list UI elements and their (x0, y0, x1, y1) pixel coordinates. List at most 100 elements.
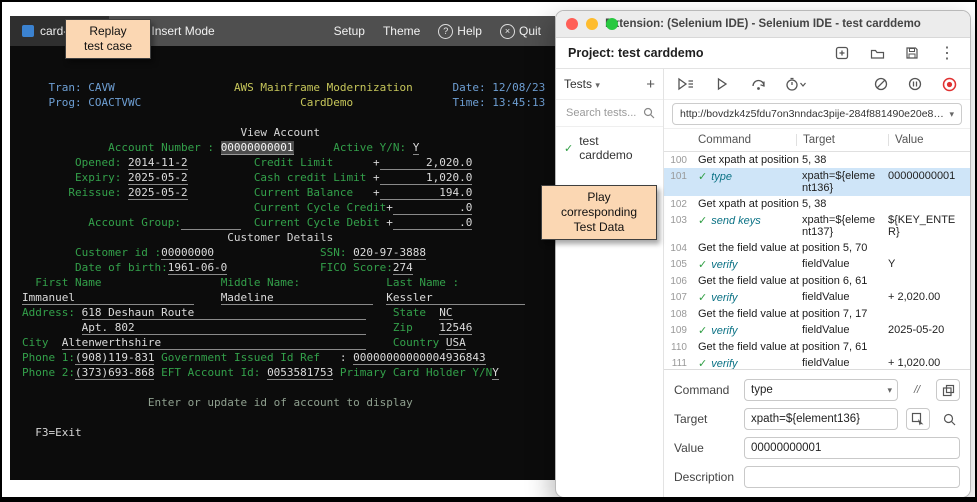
record-icon (942, 77, 956, 91)
terminal-text-segment: Current Cycle Debit (253, 216, 387, 229)
help-menu-item[interactable]: ? Help (438, 23, 482, 39)
terminal-text-segment: 1,020.0 (379, 171, 473, 185)
terminal-text-segment: USA (445, 336, 466, 350)
command-field[interactable] (744, 379, 898, 401)
new-project-button[interactable] (831, 43, 853, 63)
value-field-label: Value (674, 441, 704, 455)
base-url-text: http://bovdzk4z5fdu7on3nndac3pije-284f88… (680, 108, 949, 120)
test-list-item[interactable]: ✓ test carddemo (556, 127, 663, 169)
base-url-select[interactable]: http://bovdzk4z5fdu7on3nndac3pije-284f88… (672, 103, 962, 125)
terminal-line: Current Cycle Credit+ .0 (22, 200, 555, 215)
terminal-text-segment: Active Y/N: (333, 141, 413, 154)
terminal-text-segment (413, 81, 453, 94)
step-passed-icon: ✓ (698, 358, 708, 369)
open-project-button[interactable] (866, 43, 888, 63)
terminal-text-segment: Expiry: (22, 171, 128, 184)
run-current-test-button[interactable] (711, 74, 733, 94)
more-menu-button[interactable]: ⋮ (936, 43, 958, 63)
terminal-text-segment: First Name (22, 276, 102, 289)
terminal-text-segment: + (386, 216, 393, 229)
terminal-line: View Account (22, 125, 555, 140)
zoom-window-button[interactable] (606, 18, 618, 30)
terminal-text-segment (366, 321, 393, 334)
close-window-button[interactable] (566, 18, 578, 30)
tests-dropdown[interactable]: Tests ▾ (564, 77, 600, 91)
open-reference-button[interactable] (936, 379, 960, 401)
terminal-text-segment (180, 216, 241, 230)
test-passed-icon: ✓ (564, 142, 574, 155)
test-speed-button[interactable] (785, 74, 807, 94)
row-number: 104 (670, 243, 687, 254)
terminal-text-segment (333, 366, 340, 379)
step-over-button[interactable] (748, 74, 770, 94)
select-target-button[interactable] (906, 408, 930, 430)
target-field[interactable] (744, 408, 898, 430)
add-test-button[interactable]: + (646, 75, 655, 93)
terminal-text-segment: Credit Limit (253, 156, 334, 169)
terminal-text-segment: Date: 12/08/23 (452, 81, 546, 94)
value-cell: 2025-05-20 (888, 324, 945, 336)
terminal-text-segment: 2014-11-2 (127, 156, 188, 170)
terminal-line: F3=Exit (22, 425, 555, 440)
terminal-line: Tran: CAVW AWS Mainframe Modernization D… (22, 80, 555, 95)
target-cell: xpath=${element136} (802, 170, 876, 194)
disable-breakpoints-button[interactable] (870, 74, 892, 94)
save-project-button[interactable] (901, 43, 923, 63)
terminal-text-segment: 00000000 (161, 246, 215, 260)
terminal-text-segment: AWS Mainframe Modernization (233, 81, 413, 94)
terminal-text-segment: : (320, 351, 354, 364)
terminal-text-segment: Altenwerthshire (61, 336, 367, 350)
run-all-tests-button[interactable] (674, 74, 696, 94)
terminal-line: Phone 1:(908)119-831 Government Issued I… (22, 350, 555, 365)
setup-menu-item[interactable]: Setup (333, 24, 365, 38)
terminal-text-segment (188, 186, 254, 199)
row-number: 101 (670, 171, 687, 182)
command-name: verify (711, 325, 738, 337)
tests-sidebar: Tests ▾ + ✓ test carddemo (556, 69, 664, 497)
find-target-button[interactable] (938, 409, 960, 429)
minimize-window-button[interactable] (586, 18, 598, 30)
theme-menu-item[interactable]: Theme (382, 24, 421, 38)
command-name: verify (711, 259, 738, 271)
play-test-data-callout: Play corresponding Test Data (541, 185, 657, 240)
terminal-text-segment (22, 321, 82, 334)
value-cell: + 1,020.00 (888, 357, 941, 369)
terminal-text-segment: 194.0 (379, 186, 473, 200)
terminal-text-segment (188, 156, 254, 169)
toggle-comment-button[interactable]: // (906, 380, 928, 400)
terminal-line: Enter or update id of account to display (22, 395, 555, 410)
comment-text: Get xpath at position 5, 38 (698, 198, 827, 210)
command-name: verify (711, 292, 738, 304)
value-field[interactable] (744, 437, 960, 459)
titlebar: Extension: (Selenium IDE) - Selenium IDE… (556, 11, 970, 38)
terminal-text-segment: 00000000001 (220, 141, 294, 155)
terminal-text-segment: 0053581753 (267, 366, 334, 380)
record-button[interactable] (938, 74, 960, 94)
quit-menu-item[interactable]: × Quit (499, 23, 541, 39)
terminal-text-segment (294, 141, 334, 154)
terminal-screen[interactable]: Tran: CAVW AWS Mainframe Modernization D… (10, 46, 555, 480)
column-header-command: Command (698, 134, 752, 146)
search-tests-input[interactable] (564, 106, 639, 120)
pause-on-exceptions-button[interactable] (904, 74, 926, 94)
description-field[interactable] (744, 466, 960, 488)
terminal-text-segment: NC (439, 306, 453, 320)
terminal-text-segment: Y (492, 366, 499, 380)
terminal-text-segment: + (366, 171, 380, 184)
comment-text: Get the field value at position 7, 17 (698, 308, 868, 320)
command-name: type (711, 171, 733, 183)
terminal-line (22, 110, 555, 125)
main-pane: http://bovdzk4z5fdu7on3nndac3pije-284f88… (664, 69, 970, 497)
